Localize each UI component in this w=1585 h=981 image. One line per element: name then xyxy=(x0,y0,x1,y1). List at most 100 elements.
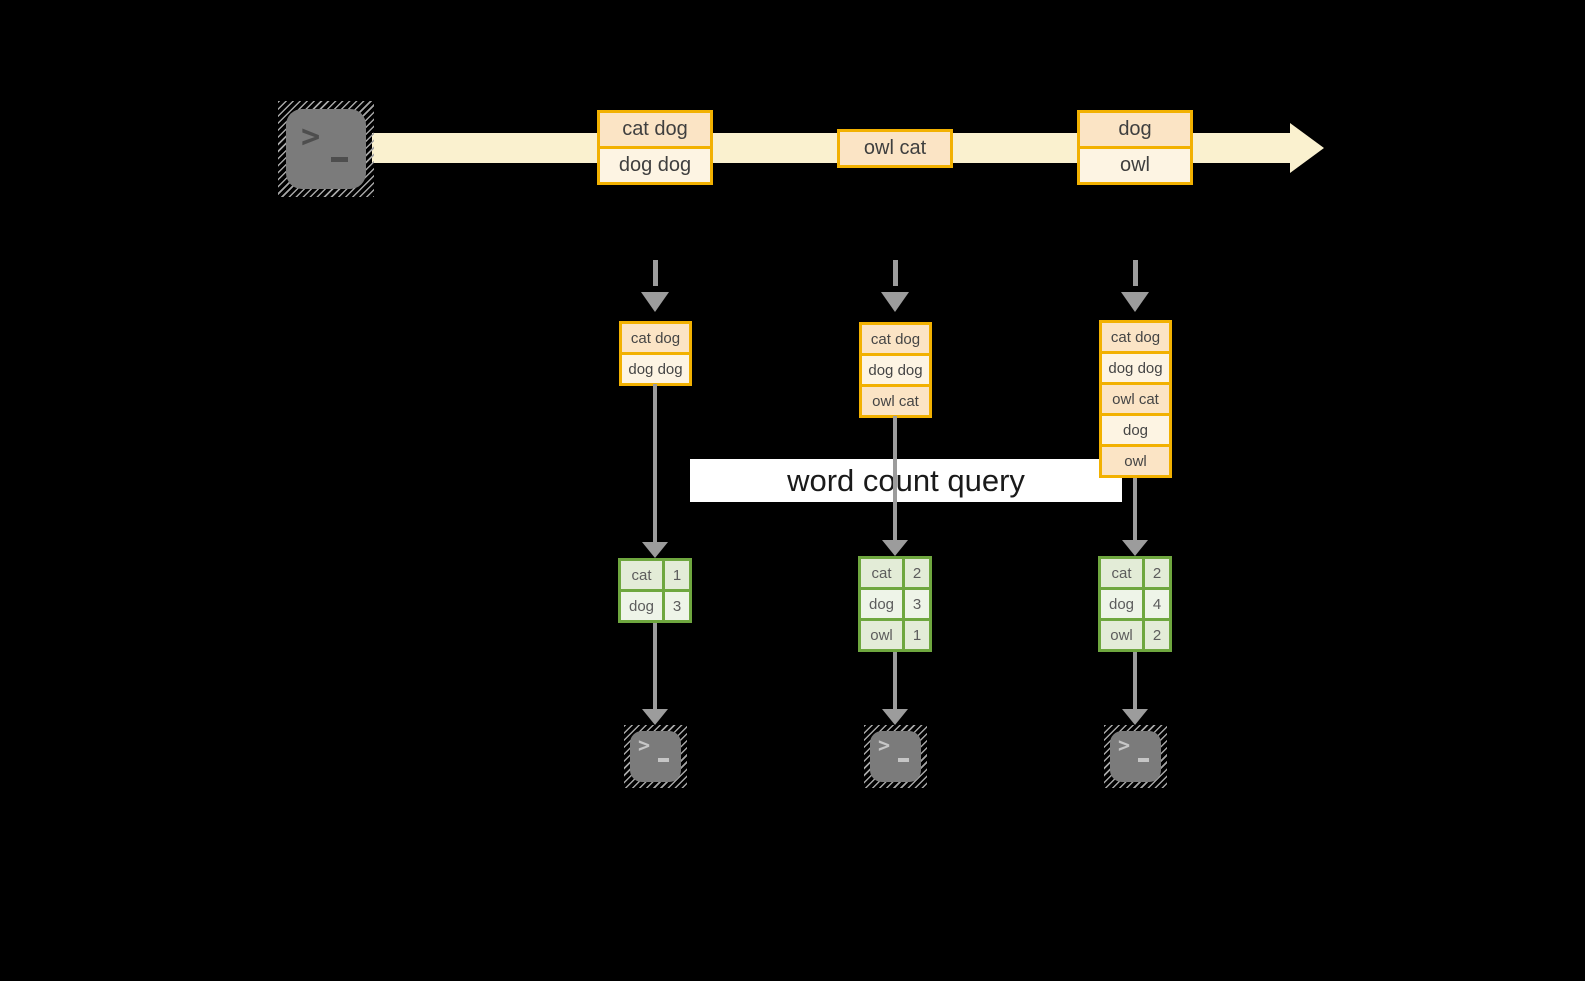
table-row: dog 4 xyxy=(1098,587,1172,621)
buffer-text: owl xyxy=(1124,452,1147,470)
flow-arrow-icon xyxy=(1122,478,1148,556)
table-row: owl 1 xyxy=(858,618,932,652)
dashed-arrow-icon xyxy=(1120,260,1150,312)
word-cell: cat xyxy=(618,558,665,592)
event-line: cat dog xyxy=(597,110,713,149)
word-cell: dog xyxy=(618,589,665,623)
table-row: cat 1 xyxy=(618,558,692,592)
terminal-prompt-icon: > xyxy=(1118,733,1131,757)
buffer-row: dog dog xyxy=(859,353,932,387)
buffer-text: dog dog xyxy=(1108,359,1163,377)
arrow-shaft xyxy=(1133,652,1137,712)
terminal-prompt-icon: > xyxy=(878,733,891,757)
word-cell: cat xyxy=(1098,556,1145,590)
buffer-row: dog xyxy=(1099,413,1172,447)
flow-arrow-icon xyxy=(882,652,908,725)
count-cell: 2 xyxy=(1142,618,1172,652)
event-line: owl xyxy=(1077,146,1193,185)
arrow-shaft xyxy=(653,384,657,545)
buffer-row: owl cat xyxy=(859,384,932,418)
buffer-row: dog dog xyxy=(1099,351,1172,385)
buffer-row: cat dog xyxy=(619,321,692,355)
buffer-text: cat dog xyxy=(630,329,681,347)
dashed-arrow-icon xyxy=(880,260,910,312)
terminal-screen: > xyxy=(286,109,366,189)
event-text: dog dog xyxy=(618,154,692,176)
stream-arrowhead-icon xyxy=(1290,123,1324,173)
terminal-cursor-icon xyxy=(1138,758,1149,762)
arrowhead-icon xyxy=(641,292,669,312)
word-cell: owl xyxy=(1098,618,1145,652)
arrowhead-icon xyxy=(882,709,908,725)
table-row: dog 3 xyxy=(618,589,692,623)
stream-event-2: owl cat xyxy=(837,129,953,168)
arrowhead-icon xyxy=(882,540,908,556)
flow-arrow-icon xyxy=(882,416,908,556)
word-count-table-1: cat 1 dog 3 xyxy=(618,558,692,623)
terminal-screen: > xyxy=(1110,731,1161,782)
terminal-screen: > xyxy=(870,731,921,782)
word-cell: dog xyxy=(1098,587,1145,621)
count-cell: 1 xyxy=(902,618,932,652)
terminal-cursor-icon xyxy=(898,758,909,762)
arrowhead-icon xyxy=(642,709,668,725)
terminal-screen: > xyxy=(630,731,681,782)
arrow-dash xyxy=(652,260,658,286)
output-terminal-icon: > xyxy=(624,725,687,788)
count-cell: 3 xyxy=(662,589,692,623)
event-text: cat dog xyxy=(622,118,688,140)
buffer-text: owl cat xyxy=(872,392,919,410)
table-row: owl 2 xyxy=(1098,618,1172,652)
word-cell: dog xyxy=(858,587,905,621)
count-cell: 2 xyxy=(1142,556,1172,590)
word-count-table-2: cat 2 dog 3 owl 1 xyxy=(858,556,932,652)
input-buffer-1: cat dog dog dog xyxy=(619,321,692,386)
arrowhead-icon xyxy=(642,542,668,558)
arrowhead-icon xyxy=(881,292,909,312)
arrow-shaft xyxy=(1133,478,1137,543)
output-terminal-icon: > xyxy=(864,725,927,788)
flow-arrow-icon xyxy=(642,384,668,558)
word-cell: owl xyxy=(858,618,905,652)
arrow-dash xyxy=(892,260,898,286)
stream-event-1: cat dog dog dog xyxy=(597,110,713,185)
terminal-prompt-icon: > xyxy=(638,733,651,757)
event-line: dog xyxy=(1077,110,1193,149)
flow-arrow-icon xyxy=(1122,652,1148,725)
buffer-row: dog dog xyxy=(619,352,692,386)
input-buffer-2: cat dog dog dog owl cat xyxy=(859,322,932,418)
event-line: owl cat xyxy=(837,129,953,168)
terminal-prompt-icon: > xyxy=(301,117,321,155)
terminal-cursor-icon xyxy=(331,157,348,162)
buffer-row: cat dog xyxy=(1099,320,1172,354)
buffer-text: dog dog xyxy=(628,360,683,378)
table-row: dog 3 xyxy=(858,587,932,621)
output-terminal-icon: > xyxy=(1104,725,1167,788)
count-cell: 1 xyxy=(662,558,692,592)
flow-arrow-icon xyxy=(642,623,668,725)
buffer-text: dog xyxy=(1122,421,1149,439)
word-count-query-banner: word count query xyxy=(690,459,1122,502)
dashed-arrow-icon xyxy=(640,260,670,312)
arrowhead-icon xyxy=(1121,292,1149,312)
arrowhead-icon xyxy=(1122,540,1148,556)
buffer-row: owl xyxy=(1099,444,1172,478)
event-text: owl cat xyxy=(863,137,927,159)
buffer-text: dog dog xyxy=(868,361,923,379)
arrow-shaft xyxy=(893,652,897,712)
count-cell: 3 xyxy=(902,587,932,621)
source-terminal-icon: > xyxy=(278,101,374,197)
event-line: dog dog xyxy=(597,146,713,185)
count-cell: 4 xyxy=(1142,587,1172,621)
arrowhead-icon xyxy=(1122,709,1148,725)
banner-label: word count query xyxy=(787,462,1025,498)
word-count-table-3: cat 2 dog 4 owl 2 xyxy=(1098,556,1172,652)
buffer-text: owl cat xyxy=(1112,390,1159,408)
buffer-row: owl cat xyxy=(1099,382,1172,416)
terminal-cursor-icon xyxy=(658,758,669,762)
arrow-shaft xyxy=(893,416,897,543)
buffer-row: cat dog xyxy=(859,322,932,356)
word-cell: cat xyxy=(858,556,905,590)
stream-event-3: dog owl xyxy=(1077,110,1193,185)
